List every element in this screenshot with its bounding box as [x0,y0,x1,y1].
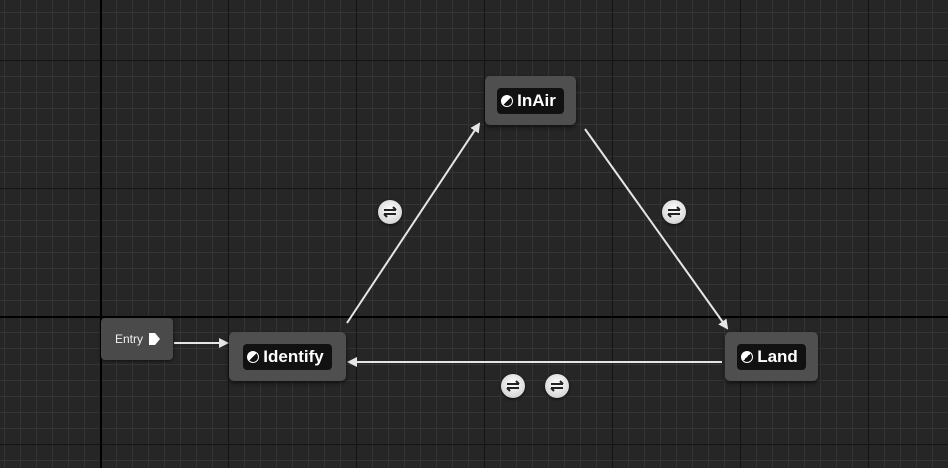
state-title-inair: InAir [497,87,564,114]
origin-axis-vertical [100,0,102,468]
state-machine-icon [501,94,514,107]
state-node-land[interactable]: Land [725,332,818,381]
state-node-inair[interactable]: InAir [485,76,576,125]
state-title-identify: Identify [243,343,332,370]
entry-output-pin-icon[interactable] [149,333,160,345]
state-node-identify[interactable]: Identify [229,332,346,381]
state-label-inair: InAir [517,90,556,110]
wire-inair-to-land [584,128,729,330]
entry-label: Entry [114,332,143,346]
state-label-land: Land [757,346,798,366]
transition-rule-icon[interactable] [545,374,569,398]
entry-node[interactable]: Entry [101,318,173,360]
transition-rule-icon[interactable] [662,200,686,224]
state-machine-icon [247,350,260,363]
transition-rule-icon[interactable] [501,374,525,398]
wire-identify-to-inair [346,122,481,324]
state-label-identify: Identify [263,346,324,366]
state-title-land: Land [737,343,806,370]
state-machine-icon [741,350,754,363]
transition-rule-icon[interactable] [378,200,402,224]
